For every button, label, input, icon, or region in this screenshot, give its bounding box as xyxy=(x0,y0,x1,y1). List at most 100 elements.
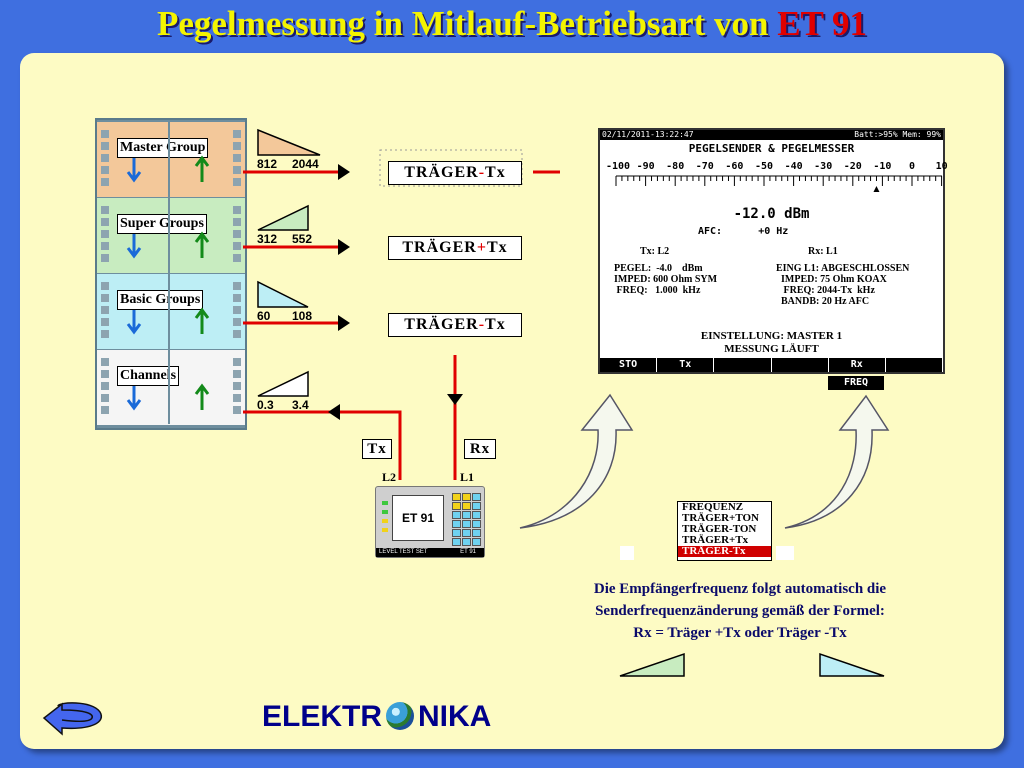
arrow-heads xyxy=(328,164,463,420)
range-high: 3.4 xyxy=(292,398,309,412)
scale-tick-label: -90 xyxy=(636,161,655,172)
scale-tick-label: -20 xyxy=(843,161,862,172)
device-key xyxy=(472,511,481,519)
curved-arrow-right xyxy=(784,394,890,529)
device-key xyxy=(472,493,481,501)
tag-highlight-frame xyxy=(379,149,523,187)
scale-tick-label: -40 xyxy=(784,161,803,172)
up-arrow-icon xyxy=(194,383,210,410)
freq-softkey[interactable]: FREQ xyxy=(828,376,884,390)
tx-header: Tx: L2 xyxy=(640,246,670,257)
setting-line: EINSTELLUNG: MASTER 1 xyxy=(700,330,843,342)
caption: Die Empfängerfrequenz folgt automatisch … xyxy=(593,581,887,641)
spectrum-super-groups xyxy=(257,204,309,231)
softkey[interactable] xyxy=(886,358,944,372)
carrier-tag: TRÄGER+Tx xyxy=(388,236,522,260)
scale-tick-label: -60 xyxy=(725,161,744,172)
l2-label: L2 xyxy=(382,470,397,484)
softkey[interactable] xyxy=(714,358,772,372)
rx-header: Rx: L1 xyxy=(808,246,838,257)
menu-marker-left xyxy=(620,546,634,560)
tier-master-group: Master Group xyxy=(97,122,245,197)
curved-arrow-left xyxy=(519,393,634,529)
softkey[interactable]: Tx xyxy=(657,358,715,372)
range-low: 812 xyxy=(257,157,278,171)
stack-arrows xyxy=(126,120,210,424)
spectrum-basic-groups xyxy=(257,280,309,308)
device-led xyxy=(382,501,388,505)
device-key xyxy=(462,511,471,519)
device-display: ET 91 xyxy=(392,495,444,541)
device-led xyxy=(382,510,388,514)
scale-tick-label: 0 xyxy=(908,161,916,172)
tier-label: Channels xyxy=(117,366,180,386)
level-marker xyxy=(873,186,880,192)
rx-port-label: Rx xyxy=(464,439,496,459)
carrier-tag: TRÄGER-Tx xyxy=(388,161,522,185)
up-arrow-icon xyxy=(194,231,210,258)
menu-item[interactable]: TRÄGER+TON xyxy=(682,512,759,524)
down-arrow-icon xyxy=(126,310,142,335)
down-arrow-icon xyxy=(126,386,142,411)
device-key xyxy=(462,529,471,537)
screen-header: PEGELSENDER & PEGELMESSER xyxy=(688,142,855,155)
globe-icon xyxy=(386,702,414,730)
device-key xyxy=(452,502,461,510)
tier-super-groups: Super Groups xyxy=(97,198,245,273)
page-title: Pegelmessung in Mitlauf-Betriebsart von … xyxy=(156,4,868,43)
range-high: 552 xyxy=(292,232,313,246)
menu-item[interactable]: TRÄGER+Tx xyxy=(682,534,749,546)
l1-label: L1 xyxy=(460,470,475,484)
range-low: 312 xyxy=(257,232,278,246)
menu-item[interactable]: TRÄGER-TON xyxy=(682,523,757,535)
spectrum-rx-lower xyxy=(819,652,885,677)
spectrum-triangles xyxy=(257,128,885,677)
tier-label: Basic Groups xyxy=(117,290,204,310)
range-high: 2044 xyxy=(292,157,319,171)
menu-item[interactable]: FREQUENZ xyxy=(682,501,744,513)
down-arrow-icon xyxy=(126,234,142,259)
device-key xyxy=(452,529,461,537)
back-arrow-icon[interactable] xyxy=(42,702,103,736)
device-led xyxy=(382,519,388,523)
softkey[interactable] xyxy=(772,358,829,372)
spectrum-rx-upper xyxy=(619,652,685,677)
tier-label: Master Group xyxy=(117,138,209,158)
tier-basic-groups: Basic Groups xyxy=(97,274,245,349)
device-key xyxy=(472,538,481,546)
carrier-tag: TRÄGER-Tx xyxy=(388,313,522,337)
device-key xyxy=(462,493,471,501)
range-low: 60 xyxy=(257,309,271,323)
device-key xyxy=(472,529,481,537)
menu-item[interactable]: TRÄGER-Tx xyxy=(678,546,771,557)
tx-params: PEGEL: -4.0 dBm IMPED: 600 Ohm SYM FREQ:… xyxy=(614,263,718,296)
down-arrow-icon xyxy=(126,158,142,183)
range-high: 108 xyxy=(292,309,313,323)
range-low: 0.3 xyxy=(257,398,274,412)
device-key xyxy=(472,520,481,528)
scale-tick-label: -10 xyxy=(873,161,892,172)
scale-tick-label: -100 xyxy=(606,161,631,172)
device-key xyxy=(452,538,461,546)
curved-arrows xyxy=(519,393,890,529)
tier-channels: Channels xyxy=(97,350,245,425)
status-line: MESSUNG LÄUFT xyxy=(724,343,819,355)
rx-params: EING L1: ABGESCHLOSSEN IMPED: 75 Ohm KOA… xyxy=(776,263,910,307)
scale-tick-label: -80 xyxy=(666,161,685,172)
scale-tick-label: 10 xyxy=(935,161,948,172)
scale-tick-label: -30 xyxy=(814,161,833,172)
up-arrow-icon xyxy=(194,155,210,182)
afc-readout: AFC: +0 Hz xyxy=(698,226,789,237)
softkey[interactable]: Rx xyxy=(829,358,886,372)
scale-ruler xyxy=(615,175,943,192)
spectrum-master-group xyxy=(257,128,321,156)
softkey[interactable]: STO xyxy=(600,358,658,372)
device-led xyxy=(382,528,388,532)
scale-tick-label: -50 xyxy=(754,161,774,172)
device-key xyxy=(452,493,461,501)
